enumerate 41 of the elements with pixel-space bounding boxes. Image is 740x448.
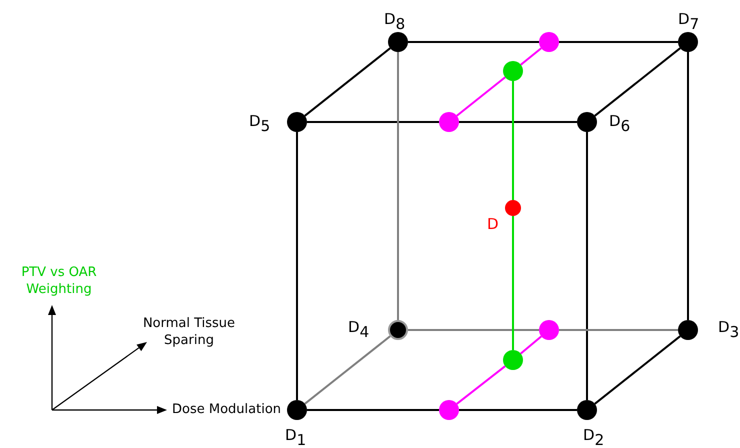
cube-edge-line bbox=[459, 121, 577, 123]
cube-edge-line bbox=[512, 216, 514, 350]
point-dot bbox=[539, 320, 559, 340]
axis-label: Dose Modulation bbox=[172, 402, 282, 419]
cube-edge-line bbox=[512, 81, 514, 200]
point-dot bbox=[439, 112, 459, 132]
point-dot bbox=[678, 320, 698, 340]
point-dot bbox=[505, 200, 521, 216]
point-dot bbox=[503, 350, 523, 370]
point-dot bbox=[539, 32, 559, 52]
axis-label: PTV vs OAR Weighting bbox=[20, 265, 98, 299]
cube-edge-line bbox=[304, 47, 391, 117]
cube-edge-line bbox=[408, 329, 539, 331]
cube-edge-line bbox=[687, 52, 689, 320]
point-dot bbox=[388, 320, 408, 340]
vertex-label: D bbox=[487, 217, 499, 232]
cube-edge-line bbox=[459, 409, 577, 411]
cube-edge-line bbox=[307, 409, 439, 411]
point-dot bbox=[439, 400, 459, 420]
point-dot bbox=[577, 112, 597, 132]
cube-edge-line bbox=[456, 365, 506, 405]
cube-edge-line bbox=[456, 76, 506, 117]
cube-edge-line bbox=[304, 335, 391, 405]
cube-edge-line bbox=[408, 41, 539, 43]
cube-edge-line bbox=[397, 52, 399, 320]
point-dot bbox=[678, 32, 698, 52]
cube-edge-line bbox=[594, 47, 681, 117]
point-dot bbox=[577, 400, 597, 420]
cube-edge-line bbox=[520, 48, 542, 66]
cube-edge-line bbox=[307, 121, 439, 123]
cube-edge-line bbox=[296, 132, 298, 400]
cube-edge-line bbox=[586, 132, 588, 400]
point-dot bbox=[287, 400, 307, 420]
cube-edge-line bbox=[559, 41, 678, 43]
point-dot bbox=[388, 32, 408, 52]
cube-edge-line bbox=[594, 335, 681, 405]
point-dot bbox=[287, 112, 307, 132]
cube-edge-line bbox=[520, 336, 542, 354]
axis-label: Normal Tissue Sparing bbox=[142, 316, 236, 350]
point-dot bbox=[503, 61, 523, 81]
cube-edge-line bbox=[559, 329, 678, 331]
